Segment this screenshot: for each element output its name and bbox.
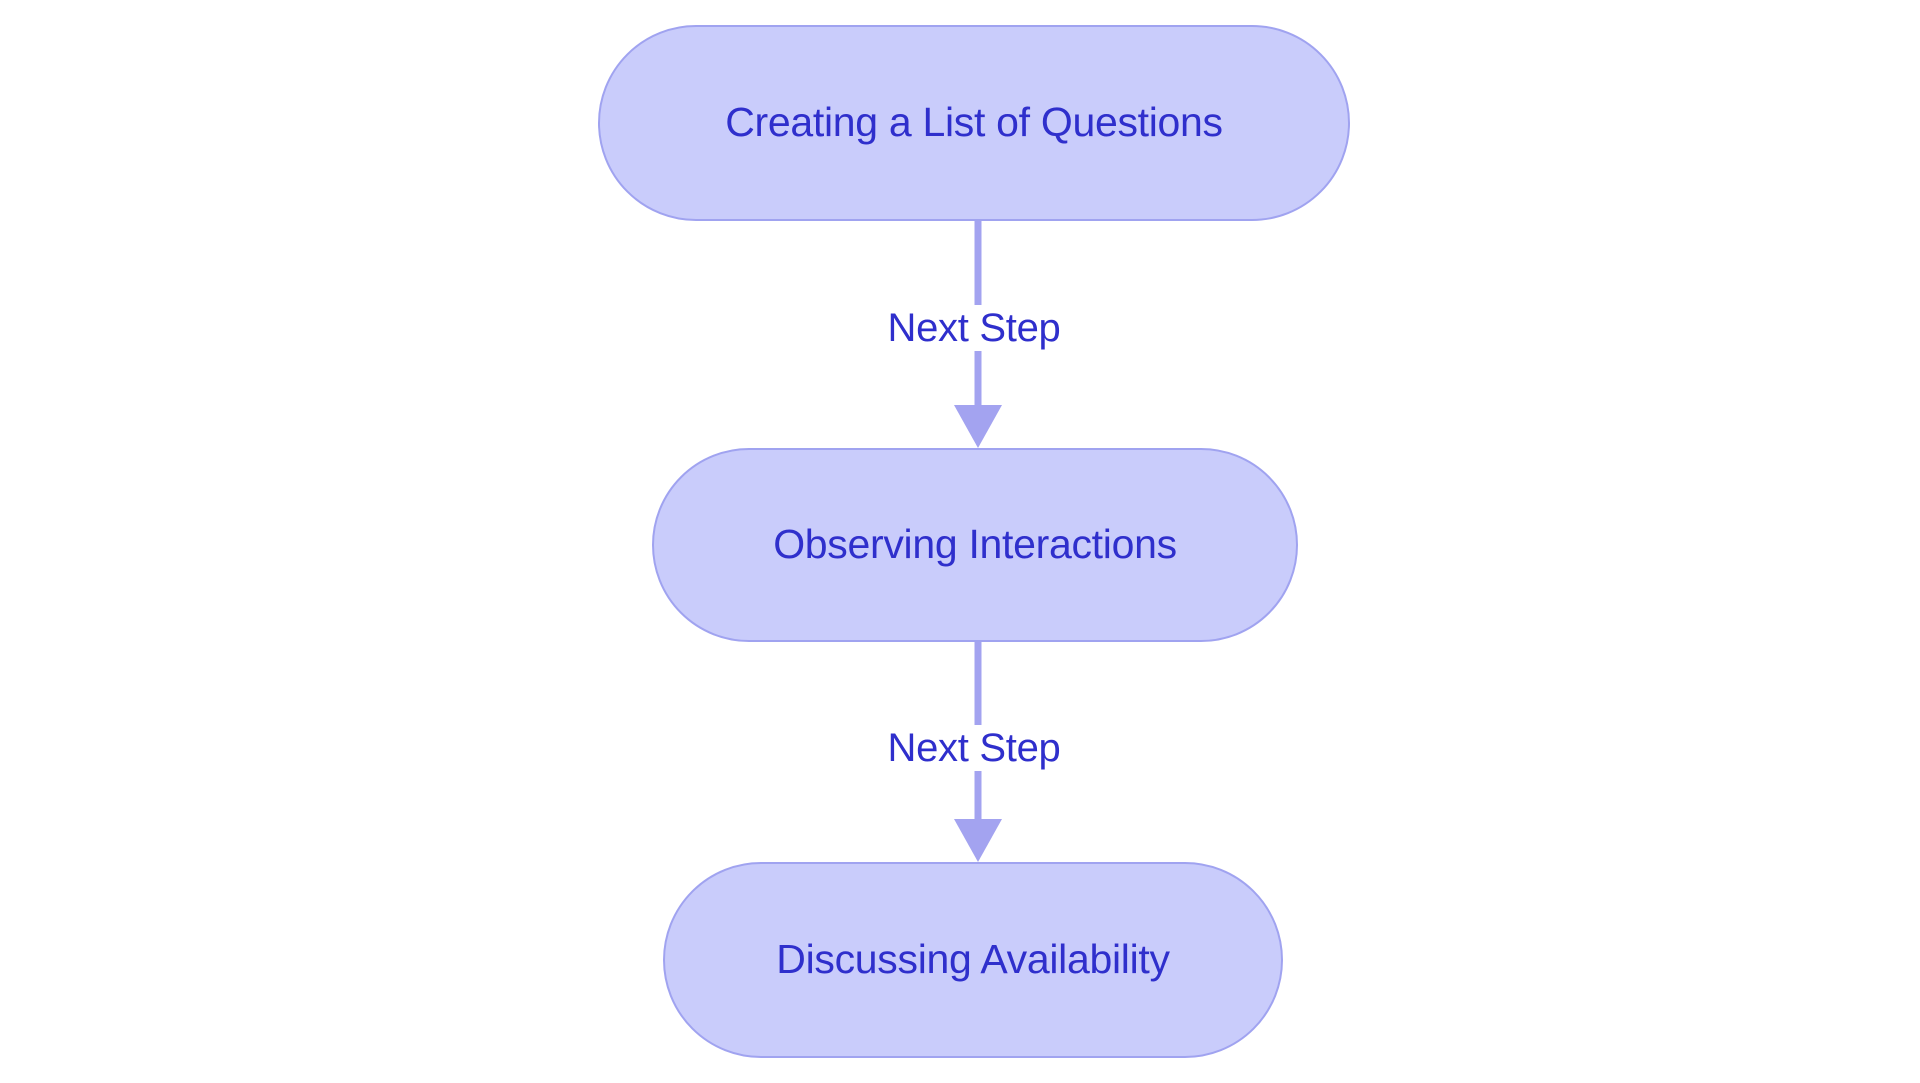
edge-label-next-step-2: Next Step xyxy=(878,725,1070,771)
flow-node-label: Observing Interactions xyxy=(773,521,1177,568)
flow-node-discussing-availability[interactable]: Discussing Availability xyxy=(663,862,1283,1058)
flow-node-label: Creating a List of Questions xyxy=(725,99,1223,146)
flow-node-creating-a-list-of-questions[interactable]: Creating a List of Questions xyxy=(598,25,1350,221)
flow-node-observing-interactions[interactable]: Observing Interactions xyxy=(652,448,1298,642)
edge-2-arrowhead-icon xyxy=(954,819,1002,862)
edge-1-arrowhead-icon xyxy=(954,405,1002,448)
edge-label-next-step-1: Next Step xyxy=(878,305,1070,351)
flow-node-label: Discussing Availability xyxy=(776,936,1170,983)
